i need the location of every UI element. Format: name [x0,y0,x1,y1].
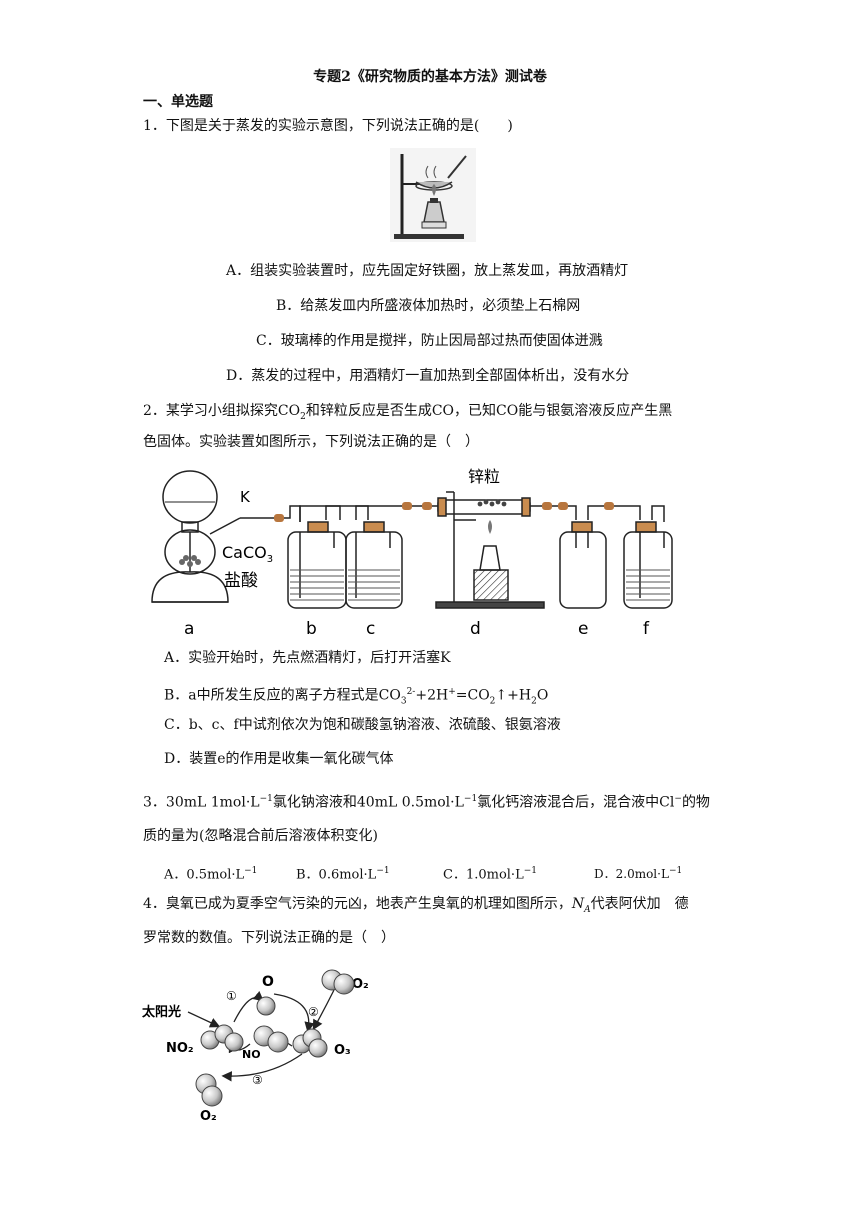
step-3-label: ③ [252,1073,263,1087]
q1-option-b: B．给蒸发皿内所盛液体加热时，必须垫上石棉网 [276,298,581,314]
q2-option-a: A．实验开始时，先点燃酒精灯，后打开活塞K [164,650,451,666]
q1-stem: 1．下图是关于蒸发的实验示意图，下列说法正确的是( ) [143,118,513,134]
label-b: b [306,619,317,639]
no-label: NO [242,1048,261,1061]
label-f: f [643,619,650,639]
q4-stem-line2: 罗常数的数值。下列说法正确的是（ ） [143,930,395,946]
no2-label: NO₂ [166,1041,194,1056]
hcl-label: 盐酸 [224,571,258,591]
ozone-mechanism-diagram: 太阳光 NO₂ O O₂ O₃ NO O₂ ① ② ③ [141,969,369,1124]
evaporation-apparatus-figure [390,148,476,242]
step-1-label: ① [226,989,237,1003]
q2-option-c: C．b、c、f中试剂依次为饱和碳酸氢钠溶液、浓硫酸、银氨溶液 [164,717,561,733]
q3-option-c: C．1.0mol·L−1 [443,866,537,883]
label-a: a [184,619,194,639]
q1-option-c: C．玻璃棒的作用是搅拌，防止因局部过热而使固体迸溅 [256,333,603,349]
q1-option-d: D．蒸发的过程中，用酒精灯一直加热到全部固体析出，没有水分 [226,368,630,384]
q3-option-a: A．0.5mol·L−1 [164,866,258,883]
q1-option-a: A．组装实验装置时，应先固定好铁圈，放上蒸发皿，再放酒精灯 [226,263,629,279]
q3-option-d: D．2.0mol·L−1 [594,866,683,881]
apparatus-d [435,491,545,609]
bottle-f [623,521,673,609]
o3-label: O₃ [334,1043,351,1058]
valve-k-label: K [240,488,251,506]
sunlight-label: 太阳光 [141,1004,181,1020]
label-c: c [366,619,375,639]
bottle-b [287,521,347,609]
q3-stem-line1: 3．30mL 1mol·L−1氯化钠溶液和40mL 0.5mol·L−1氯化钙溶… [143,794,710,811]
gas-apparatus-diagram: K CaCO3 盐酸 [151,467,673,639]
bottle-e [559,521,607,609]
q2-stem-line1: 2．某学习小组拟探究CO2和锌粒反应是否生成CO，已知CO能与银氨溶液反应产生黑 [143,403,673,422]
section-heading: 一、单选题 [143,94,213,110]
q3-stem-line2: 质的量为(忽略混合前后溶液体积变化) [143,828,378,844]
page-title: 专题2《研究物质的基本方法》测试卷 [313,69,547,85]
apparatus-a [151,470,260,603]
step-2-label: ② [308,1005,319,1019]
o2-bottom-label: O₂ [200,1109,217,1124]
bottle-c [345,521,403,609]
q2-option-b: B．a中所发生反应的离子方程式是CO32-+2H+=CO2↑+H2O [164,687,549,707]
q2-option-d: D．装置e的作用是收集一氧化碳气体 [164,751,394,767]
label-d: d [470,619,481,639]
o2-top-label: O₂ [352,977,369,992]
label-e: e [578,619,588,639]
caco3-label: CaCO3 [222,543,273,565]
q3-option-b: B．0.6mol·L−1 [296,866,390,883]
q4-stem-line1: 4．臭氧已成为夏季空气污染的元凶，地表产生臭氧的机理如图所示，NA代表阿伏加 德 [143,896,689,915]
q2-stem-line2: 色固体。实验装置如图所示，下列说法正确的是（ ） [143,434,479,450]
o-label: O [262,974,274,990]
zinc-label: 锌粒 [468,467,500,486]
